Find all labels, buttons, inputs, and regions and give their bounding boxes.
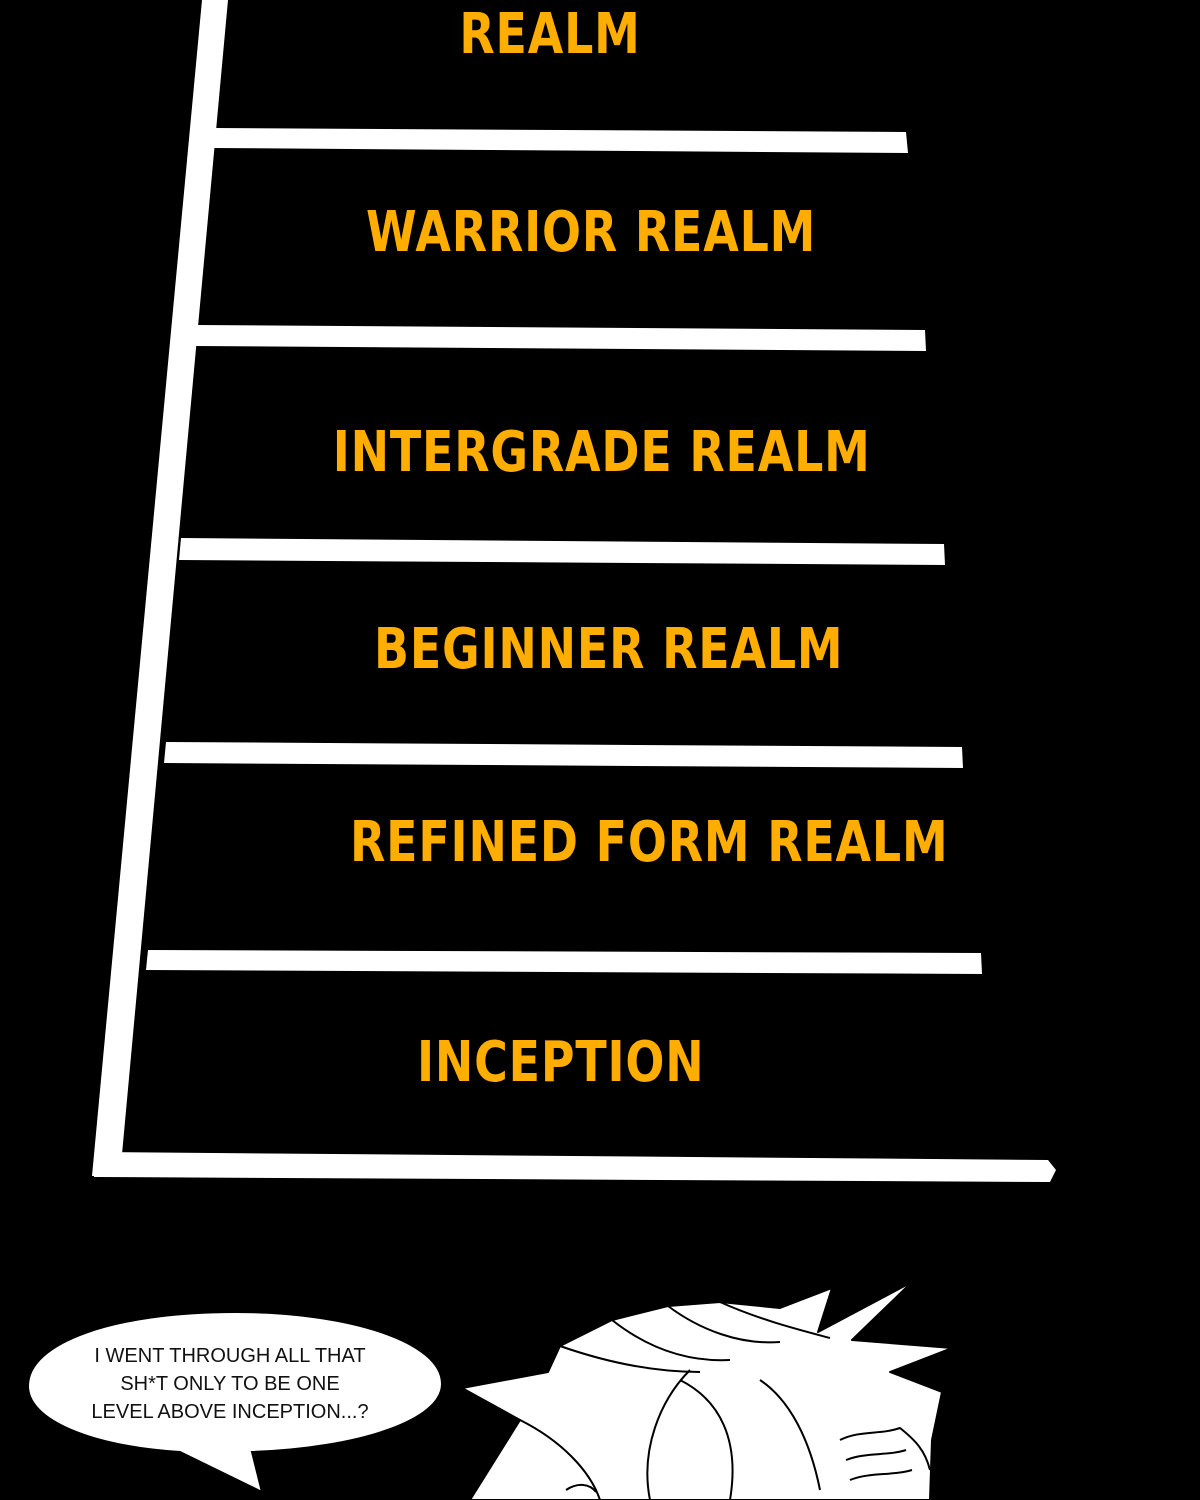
speech-bubble-text: I WENT THROUGH ALL THAT SH*T ONLY TO BE … bbox=[50, 1342, 410, 1426]
realm-label-beginner: BEGINNER REALM bbox=[374, 617, 844, 682]
realm-label-warrior: WARRIOR REALM bbox=[366, 200, 817, 265]
ladder-base bbox=[94, 1152, 1056, 1182]
ladder-step bbox=[213, 128, 908, 153]
speech-bubble bbox=[26, 1310, 444, 1494]
ladder-step bbox=[146, 950, 982, 974]
ladder-step bbox=[164, 742, 963, 768]
character-hair-illustration bbox=[461, 1281, 953, 1500]
realm-label-top: REALM bbox=[459, 2, 641, 67]
ladder-step bbox=[179, 538, 945, 565]
speech-line: I WENT THROUGH ALL THAT bbox=[94, 1345, 366, 1367]
speech-line: LEVEL ABOVE INCEPTION...? bbox=[91, 1401, 369, 1423]
ladder-step bbox=[195, 325, 926, 351]
speech-line: SH*T ONLY TO BE ONE bbox=[120, 1373, 340, 1395]
ladder-rail bbox=[92, 0, 228, 1176]
realm-label-intergrade: INTERGRADE REALM bbox=[332, 420, 871, 485]
realm-label-inception: INCEPTION bbox=[417, 1030, 705, 1095]
realm-label-refined-form: REFINED FORM REALM bbox=[350, 810, 949, 875]
